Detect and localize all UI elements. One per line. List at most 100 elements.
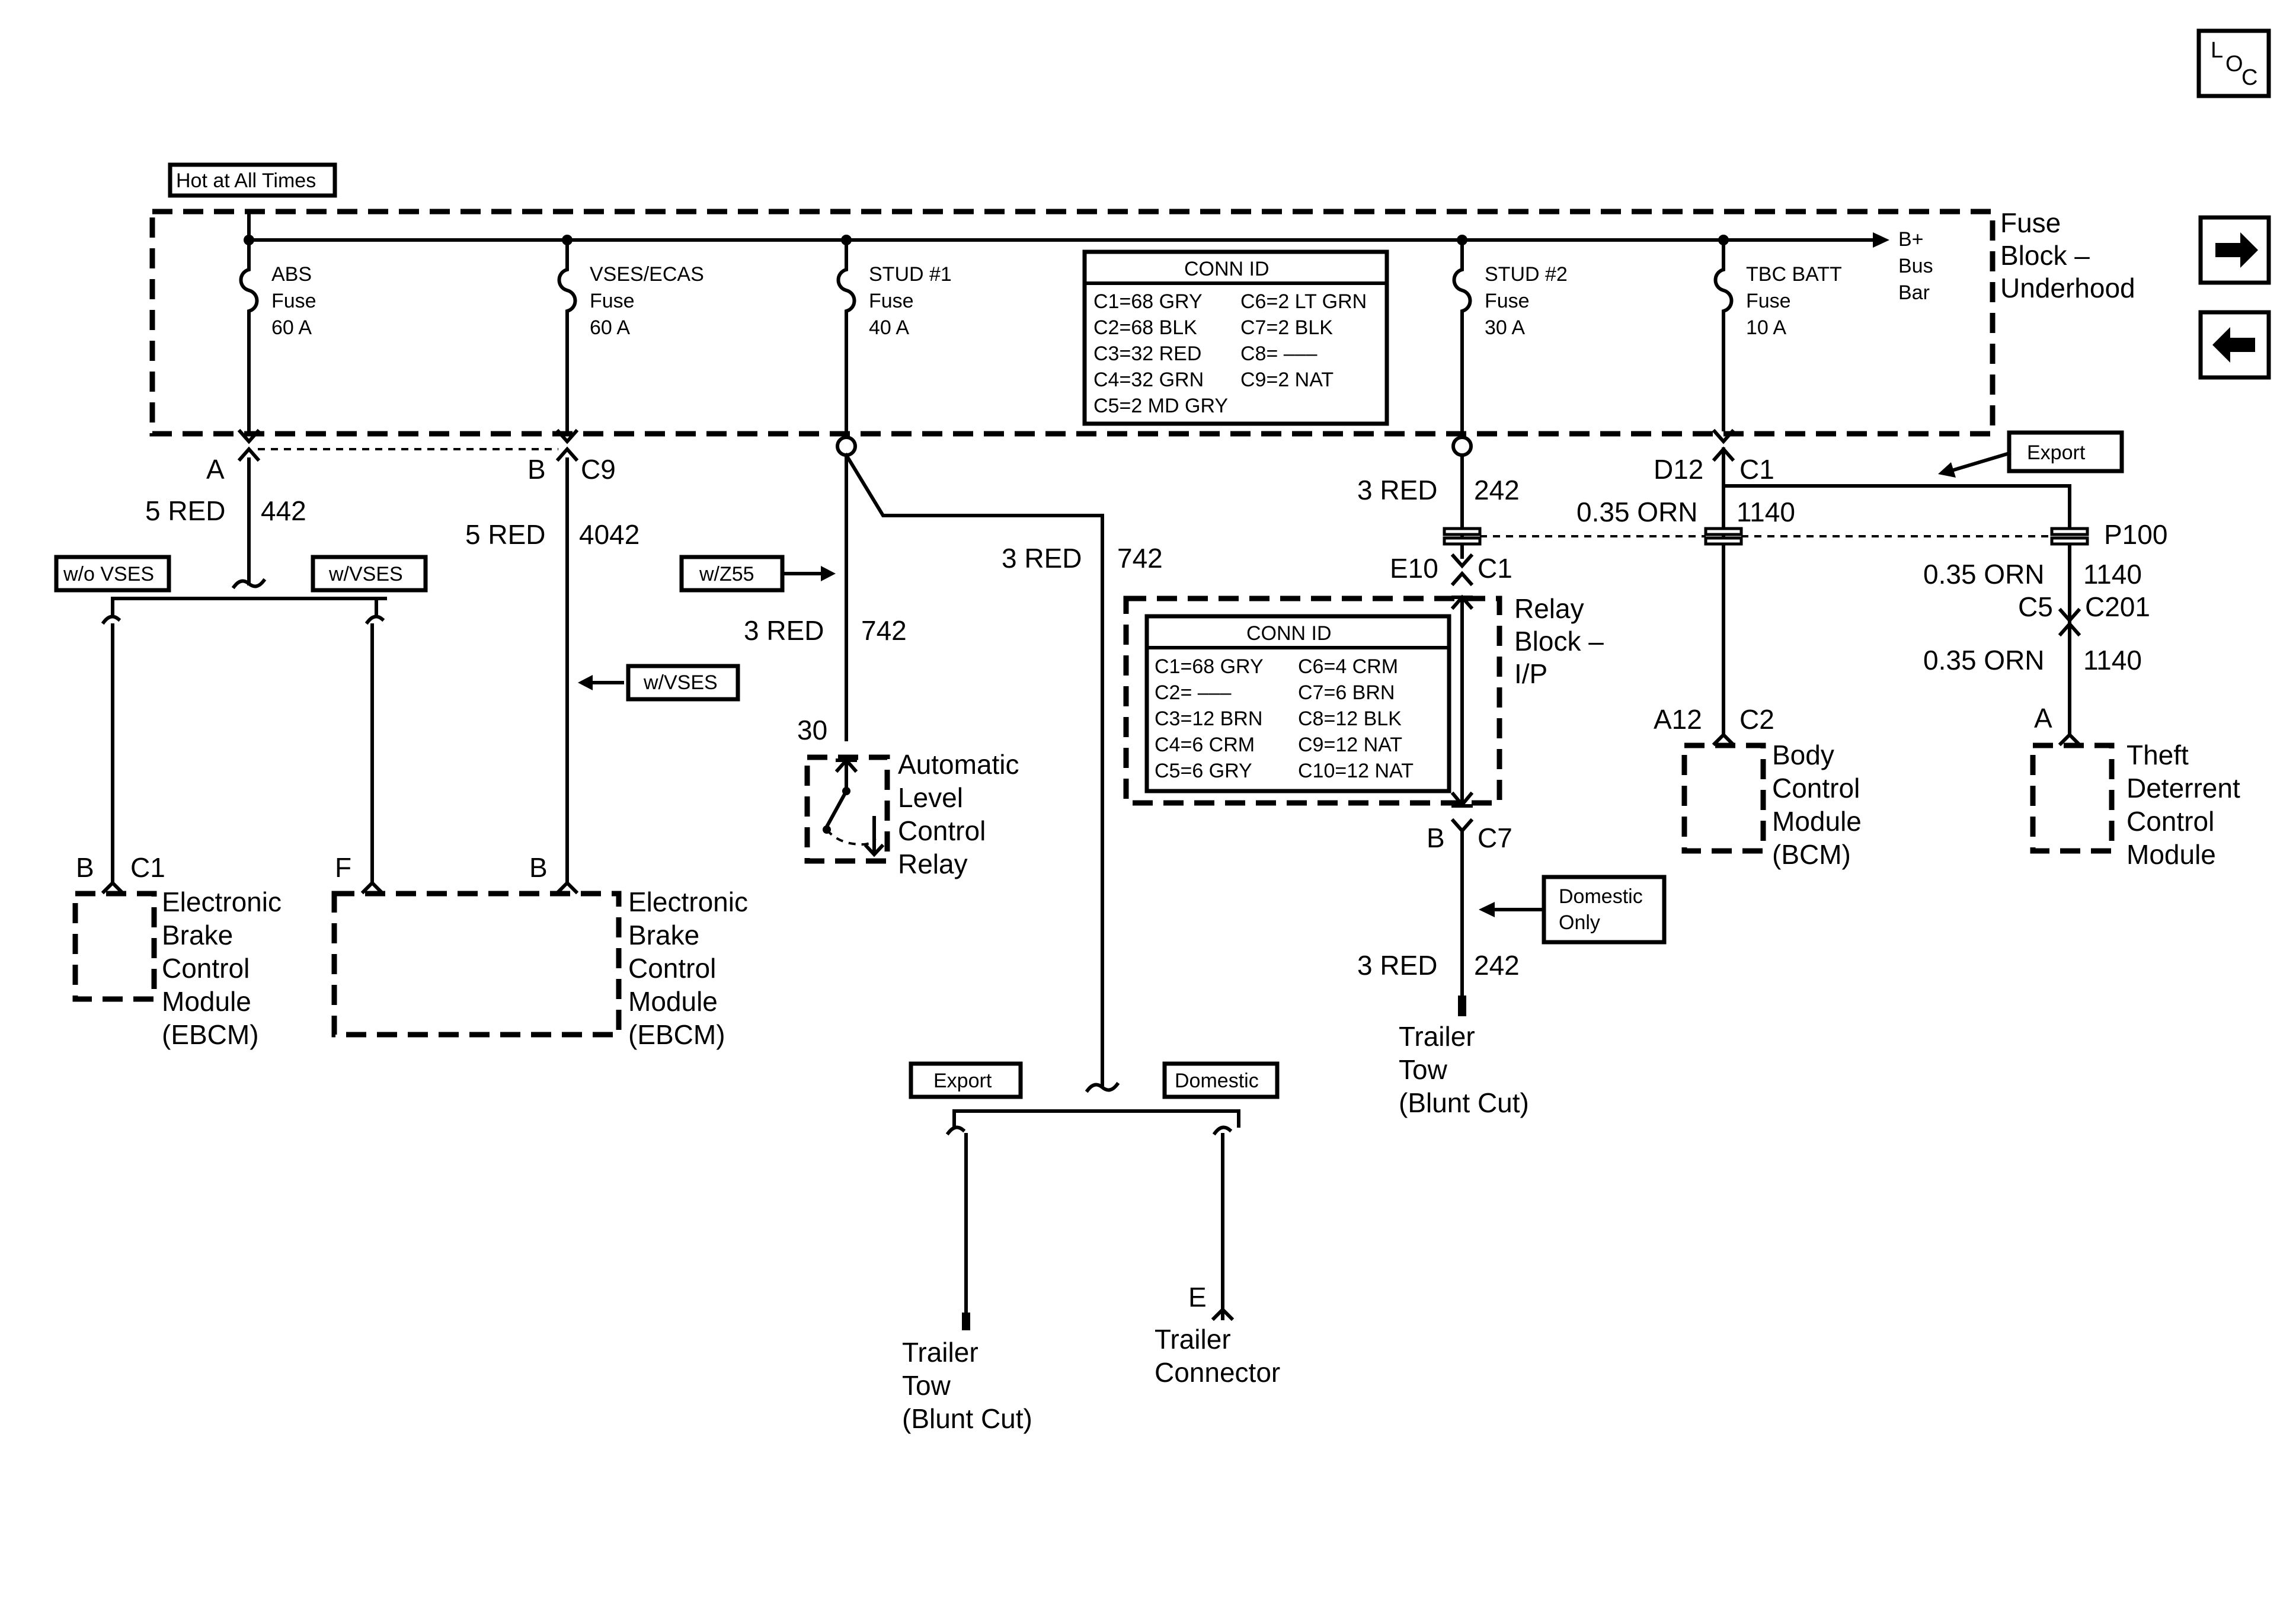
conn-id-entry: C8= –––	[1240, 343, 1318, 365]
wire-gauge-label: 3 RED	[1357, 950, 1437, 981]
component-label: Automatic	[898, 749, 1019, 780]
fuse-label: Fuse	[1485, 290, 1530, 312]
fuse-symbol-icon	[836, 238, 856, 439]
connector-label: P100	[2104, 519, 2167, 550]
fuse-block-title-line: Block –	[2000, 240, 2090, 271]
component-label: Tow	[1399, 1054, 1448, 1085]
component-label: Tow	[902, 1370, 951, 1401]
wire-number-label: 4042	[579, 519, 639, 550]
conn-id-entry: C5=6 GRY	[1155, 760, 1252, 782]
component-label: Relay	[898, 849, 968, 879]
relay-block-title-line: Block –	[1514, 626, 1604, 657]
conn-id-title: CONN ID	[1246, 622, 1332, 645]
fuse-symbol-icon	[1713, 238, 1734, 431]
connector-symbol-icon	[237, 428, 261, 462]
wire-number-label: 742	[861, 615, 907, 646]
wire-number-label: 742	[1117, 543, 1163, 574]
conn-id-entry: C4=6 CRM	[1155, 734, 1255, 756]
loc-button[interactable]: L O C	[2196, 28, 2271, 98]
component-label: Body	[1772, 740, 1834, 770]
relay-switch-arm-icon	[824, 788, 849, 830]
pin-label: B	[529, 852, 548, 883]
alc-relay-label: Automatic Level Control Relay	[898, 749, 1019, 879]
fuse-label: STUD #1	[869, 263, 952, 286]
fuse-label: Fuse	[590, 290, 635, 312]
loc-button-frame[interactable]	[2196, 28, 2271, 98]
component-label: Brake	[628, 920, 699, 950]
fuse-block-title: Fuse Block – Underhood	[2000, 207, 2135, 303]
right-arrow-icon	[2215, 232, 2258, 268]
pin-symbol-icon	[360, 880, 384, 895]
pin-symbol-icon	[1450, 791, 1474, 808]
fuse-label: 60 A	[271, 316, 312, 339]
fuse-label: STUD #2	[1485, 263, 1568, 286]
component-label: (Blunt Cut)	[902, 1403, 1032, 1434]
trailer-tow-blunt-cut-2: Trailer Tow (Blunt Cut)	[1399, 1021, 1529, 1118]
relay-block-title-line: I/P	[1514, 658, 1547, 689]
wire-gauge-label: 3 RED	[744, 615, 824, 646]
option-label: Only	[1559, 911, 1600, 934]
component-label: Module	[628, 986, 718, 1017]
pointer-arrow-icon	[578, 675, 593, 690]
component-label: Trailer	[1155, 1324, 1231, 1355]
component-label: Theft	[2126, 740, 2189, 770]
conn-id-entry: C4=32 GRN	[1093, 369, 1204, 391]
bus-bar-label-line: B+	[1898, 228, 1924, 251]
pin-symbol-icon	[101, 880, 124, 895]
conn-id-entry: C9=2 NAT	[1240, 369, 1334, 391]
conn-id-entry: C7=6 BRN	[1298, 681, 1395, 704]
previous-page-button[interactable]	[2198, 310, 2271, 380]
wire-gauge-label: 0.35 ORN	[1576, 497, 1698, 527]
pin-label: A	[2034, 703, 2052, 734]
wire-742-trailer	[843, 452, 1104, 1086]
option-tag-export	[909, 1061, 1023, 1099]
relay-coil-link	[826, 828, 877, 846]
pin-label: E10	[1390, 553, 1438, 584]
fuse-label: TBC BATT	[1746, 263, 1842, 286]
component-label: (EBCM)	[628, 1019, 725, 1050]
conn-id-entry: C7=2 BLK	[1240, 316, 1333, 339]
component-label: Connector	[1155, 1357, 1280, 1388]
bcm-module	[1681, 742, 1766, 854]
component-label: Deterrent	[2126, 773, 2240, 804]
stud-terminal-icon	[836, 436, 857, 457]
fuse-label: Fuse	[1746, 290, 1791, 312]
option-tag-w-vses	[311, 555, 428, 593]
wire-gauge-label: 3 RED	[1002, 543, 1082, 574]
fuse-label: 40 A	[869, 316, 909, 339]
connector-symbol-icon	[1450, 553, 1474, 587]
conn-id-box	[1082, 249, 1389, 426]
conn-id-entry: C9=12 NAT	[1298, 734, 1402, 756]
pin-symbol-icon	[1211, 1307, 1235, 1321]
inline-connector-icon	[2050, 527, 2089, 546]
fuse-block-underhood-outline	[149, 209, 1996, 437]
bus-bar-label-line: Bar	[1898, 281, 1930, 304]
wire-gauge-label: 0.35 ORN	[1923, 645, 2045, 676]
option-label: w/VSES	[328, 563, 403, 585]
inline-connector-icon	[1443, 527, 1482, 546]
conn-id-entry: C10=12 NAT	[1298, 760, 1414, 782]
fuse-symbol-icon	[1452, 238, 1472, 439]
option-pointer	[1948, 451, 2012, 473]
conn-id-title: CONN ID	[1184, 258, 1269, 280]
option-tag-w-vses-2	[626, 664, 740, 702]
bus-bar-label: B+ Bus Bar	[1898, 228, 1933, 304]
component-label: Control	[1772, 773, 1860, 804]
pointer-arrow-icon	[1938, 462, 1956, 478]
option-tag-domestic-only	[1542, 875, 1667, 945]
option-label: w/VSES	[643, 671, 718, 694]
theft-deterrent-module	[2030, 742, 2115, 854]
option-break-icon	[1212, 1109, 1240, 1136]
pin-label: A12	[1654, 704, 1702, 735]
option-tag-w-z55	[679, 555, 785, 593]
fuse-label: ABS	[271, 263, 312, 286]
connector-symbol-icon	[555, 428, 579, 462]
next-page-button[interactable]	[2198, 215, 2271, 285]
stud-2-fuse: STUD #2 Fuse 30 A	[1452, 235, 1568, 439]
fuse-block-title-line: Fuse	[2000, 207, 2061, 238]
conn-id-entry: C5=2 MD GRY	[1093, 395, 1228, 417]
fuse-label: 30 A	[1485, 316, 1525, 339]
option-label: Domestic	[1175, 1070, 1259, 1092]
ebcm-2-label: Electronic Brake Control Module (EBCM)	[628, 886, 748, 1050]
pin-label: B	[527, 454, 546, 485]
